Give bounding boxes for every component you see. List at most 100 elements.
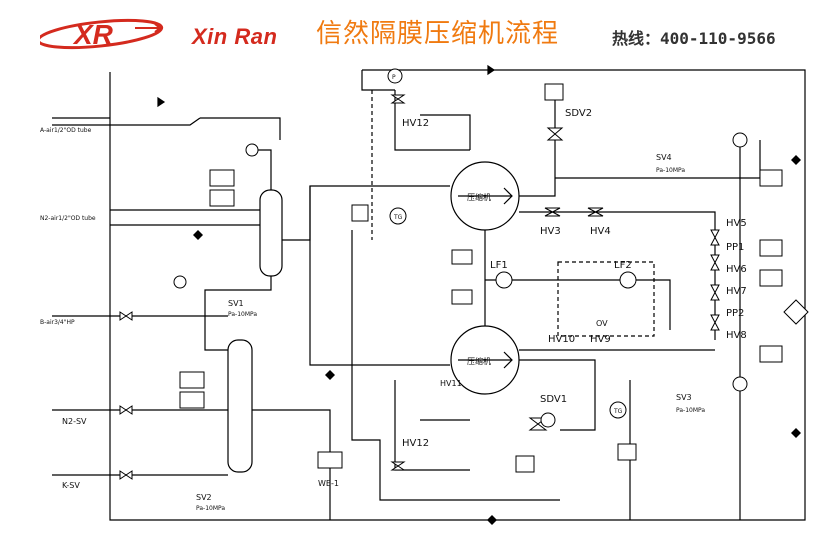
label-pa-sv4: Pa-10MPa (656, 167, 685, 174)
label-n2-sv: N2-SV (62, 417, 87, 426)
valve-left-1[interactable] (119, 311, 133, 321)
pressure-box-10 (759, 269, 783, 287)
gauge-pi-top (387, 68, 403, 84)
label-ar-tube: A-air1/2"OD tube (40, 127, 92, 134)
gauge-pi-left-2 (173, 275, 187, 289)
label-sv1: SV1 (228, 299, 244, 308)
valve-hv3[interactable] (544, 207, 561, 217)
pressure-box-4 (179, 391, 205, 409)
pressure-box-1 (209, 169, 235, 187)
ar-tube-branch (200, 117, 281, 140)
label-pp1: PP1 (726, 242, 744, 253)
ar-tube-line (52, 117, 201, 126)
label-pa-sv3: Pa-10MPa (676, 407, 705, 414)
pressure-box-11 (759, 345, 783, 363)
gauge-tg-1 (389, 207, 407, 225)
label-lf1: LF1 (490, 260, 508, 271)
label-hv11: HV11 (440, 379, 462, 388)
label-pa-sv2: Pa-10MPa (196, 505, 225, 512)
top-branch-line (361, 70, 395, 91)
label-n2-tube: N2-air1/2"OD tube (40, 215, 96, 222)
tank1-bottom-line (204, 276, 272, 351)
label-hv9: HV9 (590, 334, 611, 345)
label-hv4: HV4 (590, 226, 611, 237)
compressor-2-label: 压缩机 (467, 356, 491, 366)
valve-left-2[interactable] (119, 405, 133, 415)
pressure-box-5 (451, 249, 473, 265)
tank1-link-top (255, 149, 272, 190)
label-pa-sv1: Pa-10MPa (228, 311, 257, 318)
flow-diamond-3 (487, 515, 497, 525)
valve-hv4[interactable] (587, 207, 604, 217)
mid-vertical (351, 230, 560, 501)
header: XR Xin Ran 信然隔膜压缩机流程 热线：400-110-9566 (0, 0, 822, 62)
label-hv12-bottom: HV12 (402, 438, 429, 449)
label-sv4: SV4 (656, 153, 672, 162)
logo-mark-icon: XR (40, 18, 164, 50)
pressure-box-8 (759, 169, 783, 187)
lf-loop (485, 279, 671, 330)
gauge-lf2 (619, 271, 637, 289)
label-hv12-top: HV12 (402, 118, 429, 129)
label-pp2: PP2 (726, 308, 744, 319)
valve-hv12-bottom[interactable] (390, 461, 406, 471)
we-filter (317, 451, 343, 469)
buffer-tank-bottom (227, 339, 253, 473)
comp2-out (519, 359, 596, 431)
flow-diamond-1 (791, 155, 801, 165)
label-lf2: LF2 (614, 260, 632, 271)
label-k-sv: K-SV (62, 481, 80, 490)
lf-dashed-box (557, 261, 655, 337)
gauge-bottom (540, 412, 556, 428)
label-tg-2: TG (613, 408, 623, 415)
main-loop-line (109, 69, 806, 521)
valve-hv6[interactable] (710, 254, 720, 271)
label-pi-top: P (392, 74, 396, 81)
valve-sdv2[interactable] (546, 127, 564, 141)
pressure-box-13 (515, 455, 535, 473)
label-hv10: HV10 (548, 334, 575, 345)
valve-hv7[interactable] (710, 284, 720, 301)
gauge-lf1 (495, 271, 513, 289)
label-hp-line: B-air3/4"HP (40, 319, 75, 326)
label-hv3: HV3 (540, 226, 561, 237)
compressor-1-label: 压缩机 (467, 192, 491, 202)
valve-hv8[interactable] (710, 314, 720, 331)
label-sv2: SV2 (196, 493, 212, 502)
valve-hv5[interactable] (710, 229, 720, 246)
bottom-valve-loop (394, 380, 470, 471)
label-hv6: HV6 (726, 264, 747, 275)
label-hv8: HV8 (726, 330, 747, 341)
label-tg-1: TG (393, 214, 403, 221)
pressure-box-12 (617, 443, 637, 461)
pressure-box-7 (544, 83, 564, 101)
flow-arrow-top-1 (487, 64, 496, 76)
gauge-right-1 (732, 132, 748, 148)
gauge-tg-2 (609, 401, 627, 419)
label-we: WE-1 (318, 479, 339, 488)
flow-arrow-top-2 (157, 96, 166, 108)
pressure-box-14 (351, 204, 369, 222)
comp1-out (519, 89, 556, 197)
brand-name: Xin Ran (192, 24, 278, 49)
gauge-pi-left-1 (245, 143, 259, 157)
compressor-1-arrow (458, 187, 513, 205)
pressure-box-9 (759, 239, 783, 257)
label-ov: OV (596, 319, 608, 328)
pressure-box-2 (209, 189, 235, 207)
flow-diamond-5 (325, 370, 335, 380)
valve-hv12-top[interactable] (390, 94, 406, 104)
gauge-right-2 (732, 376, 748, 392)
valve-left-3[interactable] (119, 470, 133, 480)
tank2-right-line (252, 409, 331, 520)
xinran-logo: XR Xin Ran (40, 14, 280, 54)
page-title: 信然隔膜压缩机流程 (316, 19, 560, 49)
label-sv3: SV3 (676, 393, 692, 402)
flow-diamond-2 (791, 428, 801, 438)
label-hv7: HV7 (726, 286, 747, 297)
logo-mark-text: XR (72, 19, 114, 50)
label-sdv2: SDV2 (565, 108, 592, 119)
right-diamond-filter (783, 299, 809, 325)
pressure-box-3 (179, 371, 205, 389)
label-hv5: HV5 (726, 218, 747, 229)
